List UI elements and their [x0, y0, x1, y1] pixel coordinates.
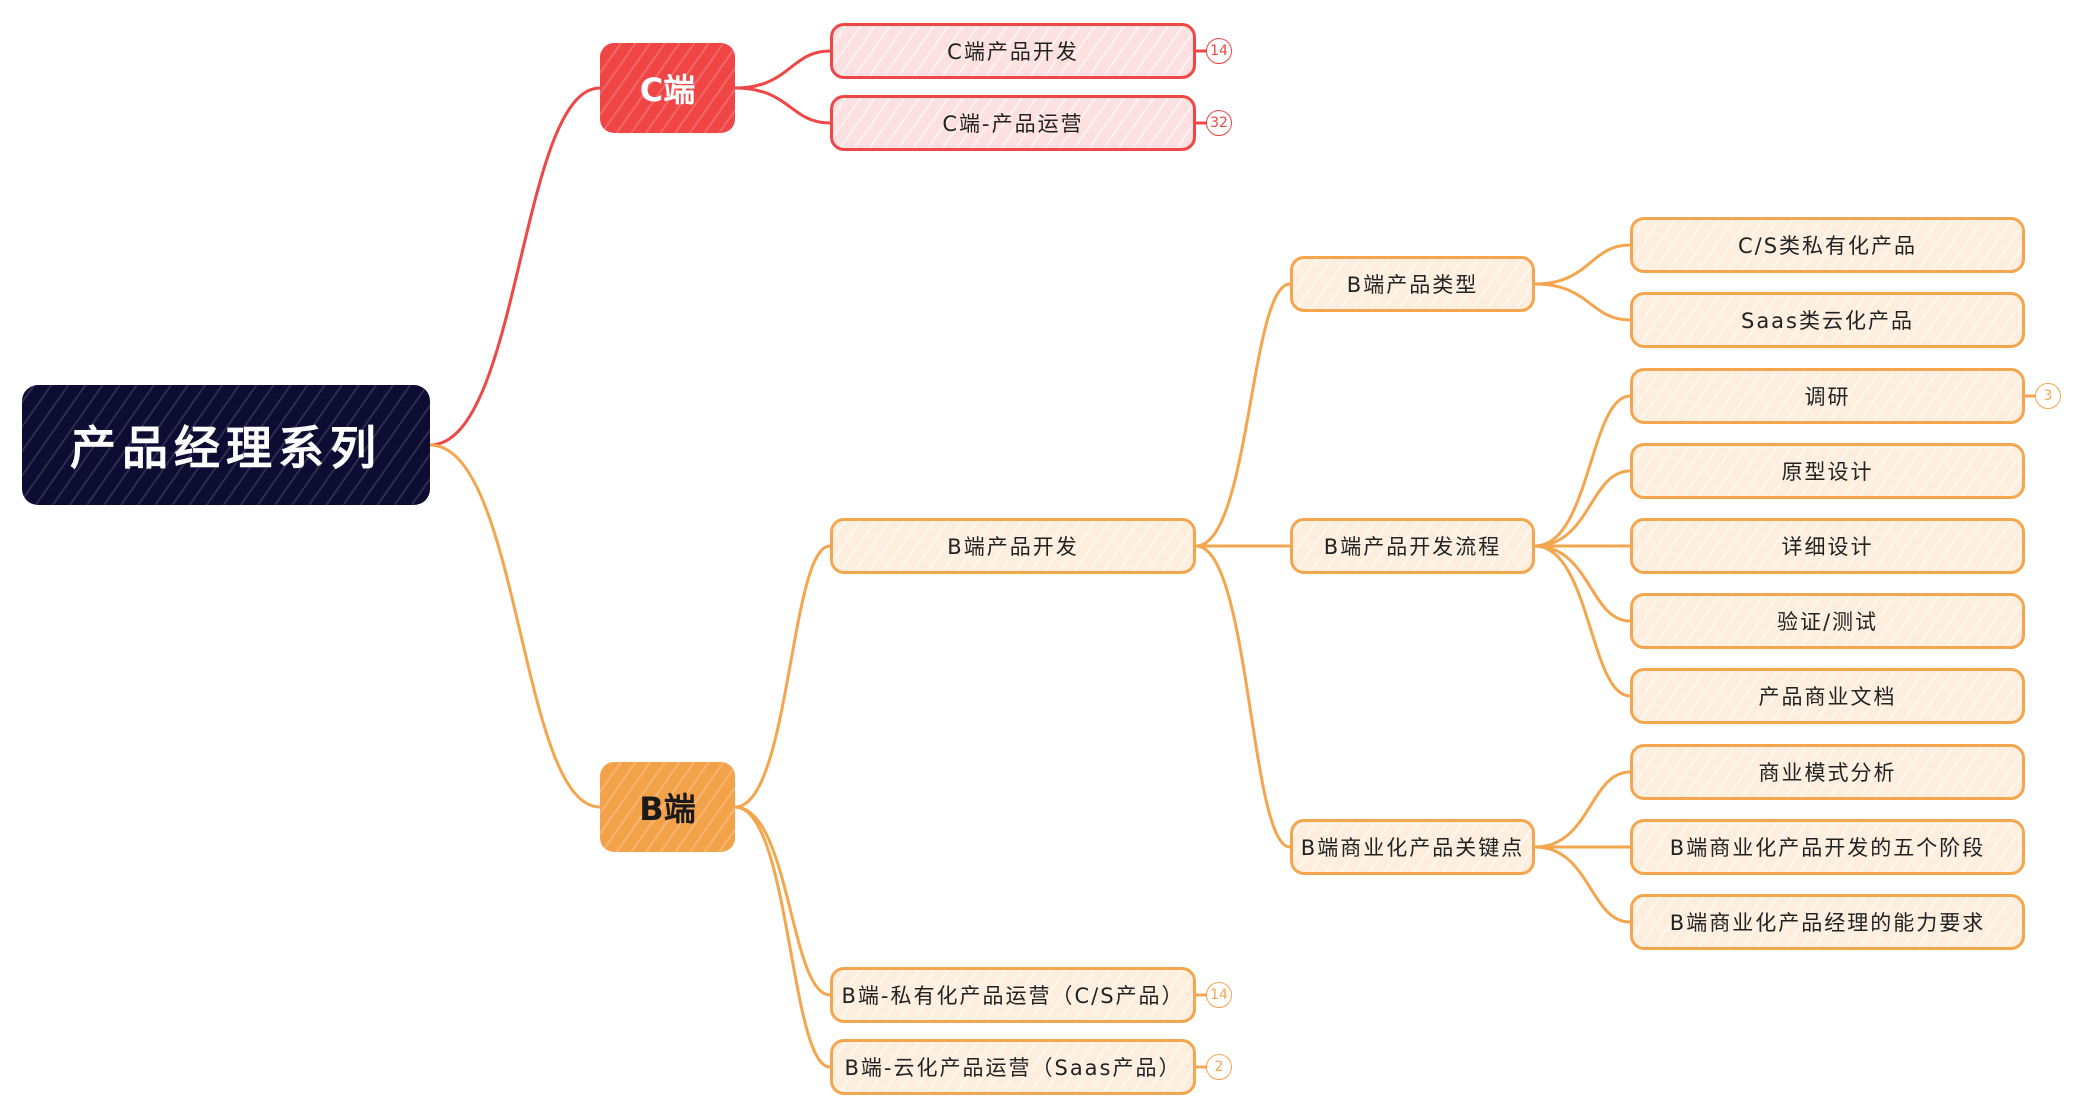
type-saas-label: Saas类云化产品: [1740, 309, 1914, 333]
b-cloud-ops-label: B端-云化产品运营（Saas产品）: [844, 1056, 1182, 1080]
edge-process-1: [1533, 394, 1632, 548]
edge-c-ops: [733, 86, 832, 125]
edge-key-3: [1533, 845, 1632, 924]
process-test-node[interactable]: 验证/测试: [1630, 593, 2025, 649]
edge-b-private: [733, 805, 832, 997]
b-branch-label: B端: [639, 790, 696, 828]
b-types-node[interactable]: B端产品类型: [1290, 256, 1535, 312]
b-branch-node[interactable]: B端: [600, 762, 735, 852]
edge-types-saas: [1533, 282, 1632, 322]
process-prototype-label: 原型设计: [1781, 460, 1874, 484]
edge-root-b: [428, 443, 602, 809]
key-skills-label: B端商业化产品经理的能力要求: [1669, 911, 1986, 935]
key-skills-node[interactable]: B端商业化产品经理的能力要求: [1630, 894, 2025, 950]
process-prototype-node[interactable]: 原型设计: [1630, 443, 2025, 499]
edge-process-2: [1533, 469, 1632, 548]
c-dev-label: C端产品开发: [947, 40, 1079, 64]
c-branch-node[interactable]: C端: [600, 43, 735, 133]
key-model-label: 商业模式分析: [1758, 761, 1897, 785]
edge-b-cloud: [733, 805, 832, 1069]
c-dev-node[interactable]: C端产品开发: [830, 23, 1196, 79]
c-dev-count: 14: [1210, 43, 1228, 59]
b-keypoints-node[interactable]: B端商业化产品关键点: [1290, 819, 1535, 875]
root-node[interactable]: 产品经理系列: [22, 385, 430, 505]
process-test-label: 验证/测试: [1776, 610, 1879, 634]
b-process-label: B端产品开发流程: [1323, 535, 1502, 559]
edge-types-cs: [1533, 243, 1632, 286]
c-ops-label: C端-产品运营: [942, 112, 1084, 136]
type-saas-node[interactable]: Saas类云化产品: [1630, 292, 2025, 348]
c-ops-count: 32: [1210, 115, 1228, 131]
key-stages-node[interactable]: B端商业化产品开发的五个阶段: [1630, 819, 2025, 875]
edge-dev-keypoints: [1194, 544, 1292, 849]
b-cloud-ops-count: 2: [1214, 1059, 1224, 1075]
edge-c-dev: [733, 49, 832, 90]
process-research-node[interactable]: 调研: [1630, 368, 2025, 424]
process-detail-label: 详细设计: [1781, 535, 1874, 559]
c-ops-count-badge[interactable]: 32: [1206, 110, 1232, 136]
b-private-ops-count-badge[interactable]: 14: [1206, 982, 1232, 1008]
process-research-count: 3: [2043, 388, 2053, 404]
edge-key-1: [1533, 770, 1632, 849]
c-dev-count-badge[interactable]: 14: [1206, 38, 1232, 64]
process-docs-label: 产品商业文档: [1758, 685, 1897, 709]
c-ops-node[interactable]: C端-产品运营: [830, 95, 1196, 151]
b-private-ops-node[interactable]: B端-私有化产品运营（C/S产品）: [830, 967, 1196, 1023]
key-stages-label: B端商业化产品开发的五个阶段: [1669, 836, 1986, 860]
b-types-label: B端产品类型: [1346, 273, 1479, 297]
process-docs-node[interactable]: 产品商业文档: [1630, 668, 2025, 724]
b-private-ops-count: 14: [1210, 987, 1228, 1003]
type-cs-label: C/S类私有化产品: [1737, 234, 1918, 258]
edge-dev-types: [1194, 282, 1292, 548]
b-process-node[interactable]: B端产品开发流程: [1290, 518, 1535, 574]
edge-process-5: [1533, 544, 1632, 698]
process-detail-node[interactable]: 详细设计: [1630, 518, 2025, 574]
key-model-node[interactable]: 商业模式分析: [1630, 744, 2025, 800]
edge-b-dev: [733, 544, 832, 809]
c-branch-label: C端: [639, 71, 696, 109]
process-research-label: 调研: [1804, 385, 1851, 409]
type-cs-node[interactable]: C/S类私有化产品: [1630, 217, 2025, 273]
process-research-count-badge[interactable]: 3: [2035, 383, 2061, 409]
b-dev-node[interactable]: B端产品开发: [830, 518, 1196, 574]
root-label: 产品经理系列: [70, 421, 382, 475]
edge-root-c: [428, 86, 602, 447]
b-private-ops-label: B端-私有化产品运营（C/S产品）: [841, 984, 1185, 1008]
edge-process-4: [1533, 544, 1632, 623]
b-cloud-ops-count-badge[interactable]: 2: [1206, 1054, 1232, 1080]
b-cloud-ops-node[interactable]: B端-云化产品运营（Saas产品）: [830, 1039, 1196, 1095]
b-dev-label: B端产品开发: [947, 535, 1079, 559]
b-keypoints-label: B端商业化产品关键点: [1300, 836, 1525, 860]
